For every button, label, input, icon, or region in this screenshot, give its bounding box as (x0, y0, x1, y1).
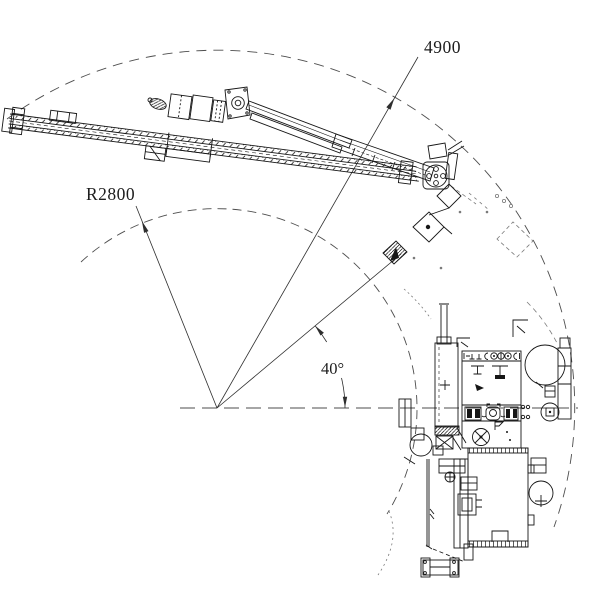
swing-envelope-arcs (6, 49, 578, 528)
cable-reel (524, 344, 566, 386)
hose-drum (149, 98, 167, 110)
front-frame (382, 183, 462, 343)
front-left-wheel (398, 398, 444, 465)
swing-turntable (422, 140, 465, 190)
feed-mount (143, 145, 167, 162)
boom-tube (331, 133, 435, 182)
inner-radius-leader (135, 205, 218, 409)
angle-label-40deg: 40° (321, 359, 344, 378)
dimension-label-r2800: R2800 (86, 184, 135, 204)
outer-radius-leader (216, 56, 419, 409)
boom-elbow-bracket (224, 86, 251, 120)
outer-swing-arc (6, 49, 576, 528)
ghost-outline (377, 185, 558, 576)
rock-drill (147, 86, 251, 123)
hose-bracket (49, 109, 78, 124)
outer-radius-arrow (386, 98, 395, 110)
turntable-ring (424, 164, 448, 188)
inner-swing-arc (80, 208, 418, 515)
dimension-annotations (135, 56, 419, 409)
angle-arrow-lower (342, 396, 348, 408)
slew-jack (540, 402, 560, 422)
cable-reel-assembly (520, 337, 572, 422)
rear-frame (467, 447, 529, 548)
boom-pin (231, 96, 245, 110)
boom-cylinder-lower (249, 112, 343, 154)
inner-radius-arrow (141, 220, 149, 233)
tow-bar (420, 543, 474, 578)
main-deck (461, 350, 522, 449)
articulation-angle-ray (216, 253, 402, 409)
angle-arc-lower (341, 377, 346, 409)
fan-circle (472, 428, 490, 446)
coupler-block (457, 493, 477, 516)
deck-fitting-icons (463, 352, 520, 360)
carrier-body (398, 319, 554, 550)
axle-band (464, 403, 519, 421)
boom (245, 100, 435, 182)
feed-tip-plate (1, 107, 16, 133)
feed-end-plate (397, 160, 414, 185)
dimension-label-4900: 4900 (424, 37, 461, 57)
feed-beam (1, 106, 420, 185)
angle-arrow-upper (315, 325, 324, 336)
